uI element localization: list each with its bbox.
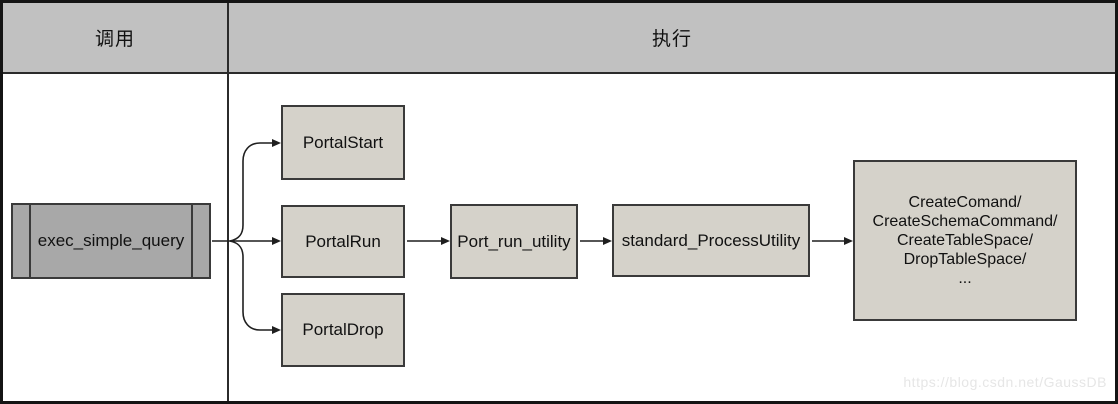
- command-line-5: ...: [958, 270, 972, 287]
- column-divider-line: [227, 3, 229, 401]
- node-exec-simple-query: exec_simple_query: [11, 203, 211, 279]
- command-line-4: DropTableSpace/: [903, 251, 1027, 268]
- portal-drop-label: PortalDrop: [302, 320, 384, 339]
- node-portal-start: PortalStart: [281, 105, 405, 180]
- command-line-2: CreateSchemaCommand/: [872, 213, 1058, 230]
- portal-run-label: PortalRun: [305, 231, 381, 251]
- header-column-call: 调用: [94, 29, 135, 50]
- node-standard-process-utility: standard_ProcessUtility: [612, 204, 810, 277]
- exec-node-label: exec_simple_query: [37, 231, 185, 250]
- exec-node-left-bar: [29, 205, 31, 277]
- node-portal-run: PortalRun: [281, 205, 405, 278]
- node-port-run-utility: Port_run_utility: [450, 204, 578, 279]
- edge-exec-to-portalstart: [229, 139, 281, 242]
- command-line-3: CreateTableSpace/: [896, 232, 1034, 249]
- standard-process-utility-label: standard_ProcessUtility: [621, 230, 801, 250]
- diagram-area: 调用 执行 exec_simple_query PortalStart: [3, 3, 1115, 401]
- command-line-1: CreateComand/: [908, 194, 1022, 211]
- csdn-watermark: https://blog.csdn.net/GaussDB: [903, 374, 1107, 390]
- node-command-list: CreateComand/ CreateSchemaCommand/ Creat…: [853, 160, 1077, 321]
- portal-start-label: PortalStart: [302, 132, 384, 152]
- port-run-utility-label: Port_run_utility: [457, 231, 571, 251]
- header-band: [3, 3, 1115, 74]
- exec-node-right-bar: [191, 205, 193, 277]
- header-column-execute: 执行: [651, 29, 692, 50]
- node-portal-drop: PortalDrop: [281, 293, 405, 367]
- edge-exec-to-portaldrop: [229, 240, 281, 334]
